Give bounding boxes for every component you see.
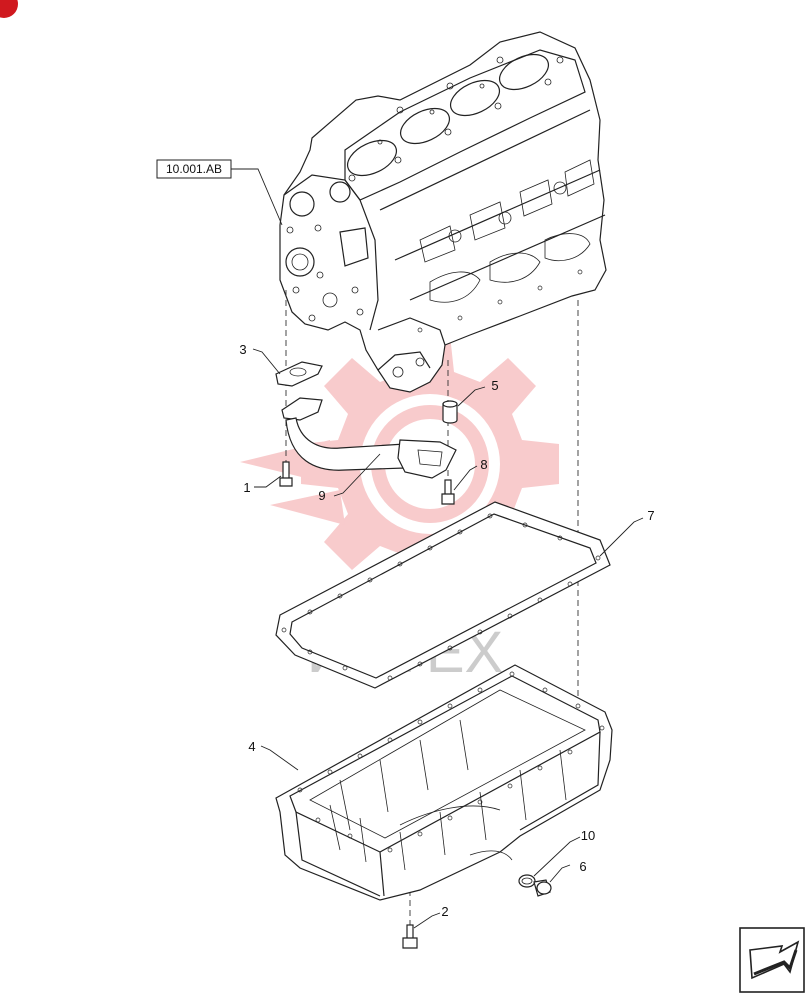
reference-section-label[interactable]: 10.001.AB (156, 159, 232, 179)
part-5-sleeve (442, 400, 458, 424)
callout-1[interactable]: 1 (243, 480, 250, 495)
part-10-o-ring (518, 874, 536, 888)
part-9-suction-pipe (281, 397, 457, 479)
callout-10[interactable]: 10 (581, 828, 595, 843)
next-page-arrow-icon[interactable] (739, 927, 805, 993)
part-4-oil-pan (275, 664, 613, 901)
corner-logo-mark (0, 0, 18, 18)
callout-9[interactable]: 9 (318, 488, 325, 503)
callout-7[interactable]: 7 (647, 508, 654, 523)
reference-label-text: 10.001.AB (166, 162, 222, 176)
engine-block (279, 31, 607, 393)
part-1-bolt (279, 461, 293, 487)
part-3-gasket (275, 361, 323, 387)
part-2-bolt (402, 924, 418, 949)
reference-leader-line (231, 168, 283, 226)
part-8-bolt (441, 479, 455, 505)
callout-5[interactable]: 5 (491, 378, 498, 393)
part-7-pan-gasket (275, 501, 611, 689)
callout-6[interactable]: 6 (579, 859, 586, 874)
leader-lines (252, 348, 644, 929)
callout-4[interactable]: 4 (248, 739, 255, 754)
part-6-drain-plug (533, 879, 552, 897)
callout-2[interactable]: 2 (441, 904, 448, 919)
callout-3[interactable]: 3 (239, 342, 246, 357)
callout-8[interactable]: 8 (480, 457, 487, 472)
